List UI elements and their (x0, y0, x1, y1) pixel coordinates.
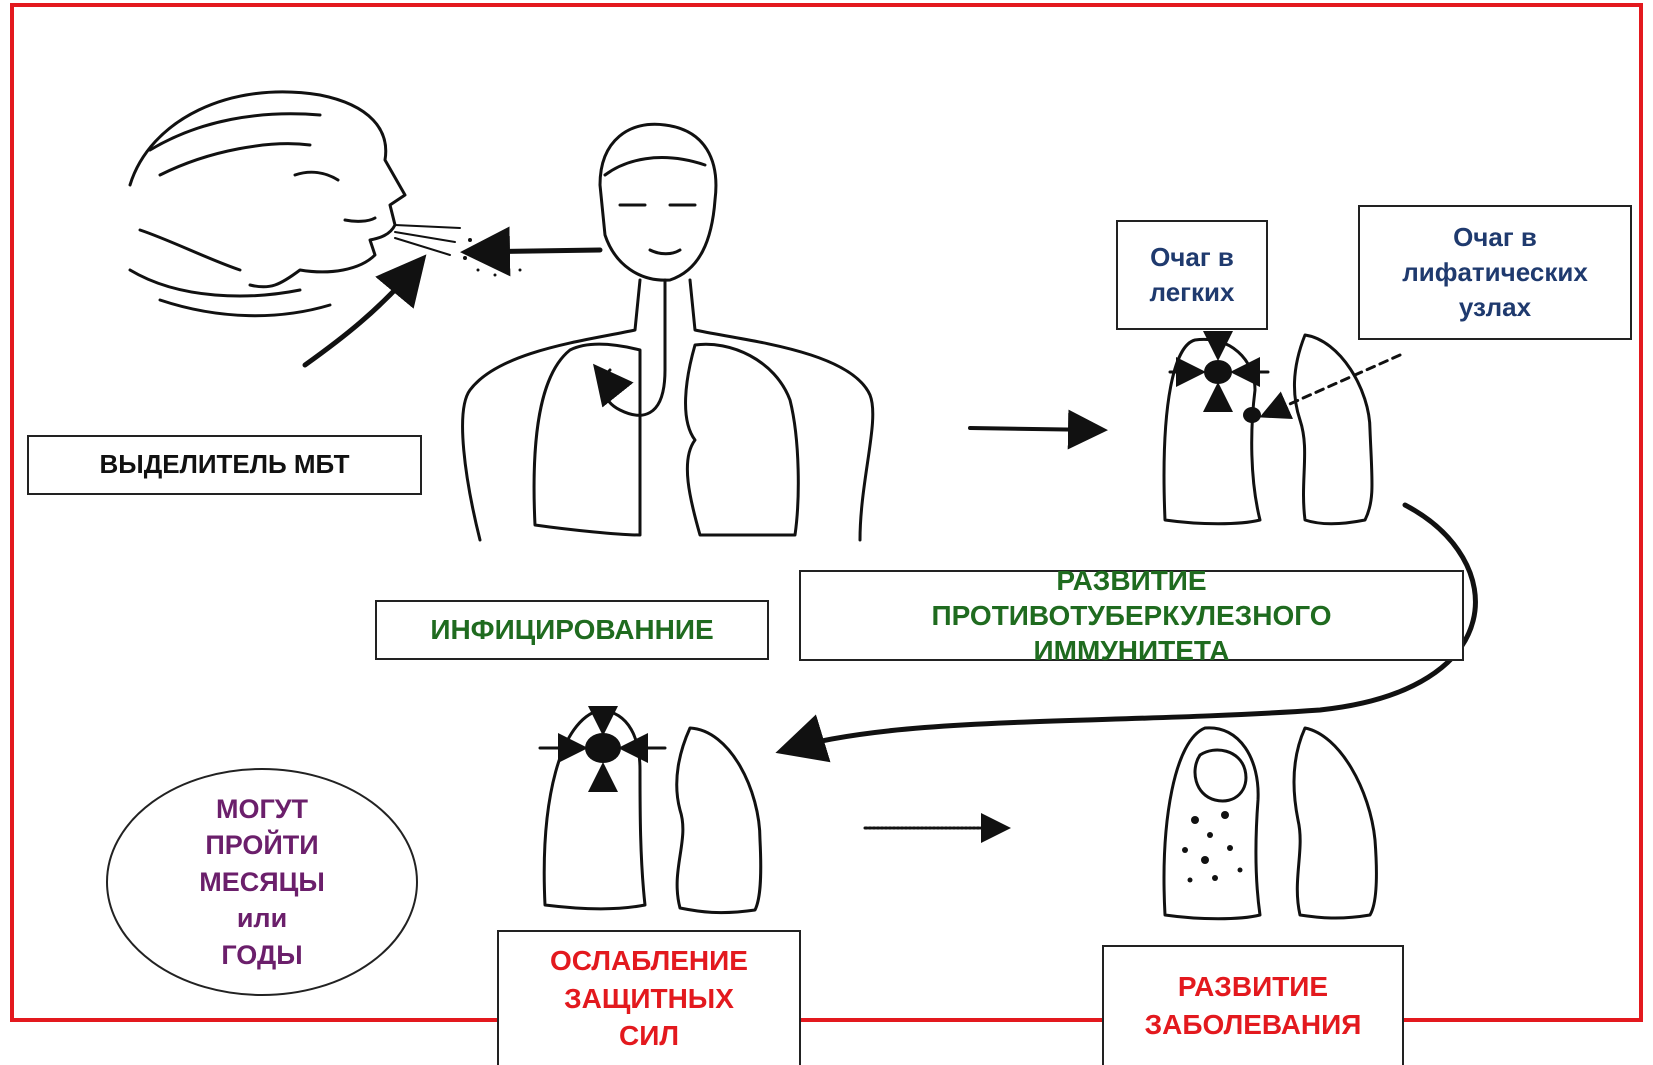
disease-label: РАЗВИТИЕ ЗАБОЛЕВАНИЯ (1102, 945, 1404, 1065)
infected-person-drawing (463, 124, 873, 540)
weakening-label: ОСЛАБЛЕНИЕ ЗАЩИТНЫХ СИЛ (497, 930, 801, 1065)
focus-lungs-text: Очаг в легких (1150, 240, 1235, 310)
cough-spray (395, 225, 460, 255)
disease-text: РАЗВИТИЕ ЗАБОЛЕВАНИЯ (1145, 968, 1362, 1044)
focus-lungs-label: Очаг в легких (1116, 220, 1268, 330)
coughing-person-drawing (130, 92, 405, 316)
focus-nodes-label: Очаг в лифатических узлах (1358, 205, 1632, 340)
excretor-text: ВЫДЕЛИТЕЛЬ МБТ (100, 447, 350, 482)
time-label: МОГУТ ПРОЙТИ МЕСЯЦЫ или ГОДЫ (132, 772, 392, 992)
weakening-text: ОСЛАБЛЕНИЕ ЗАЩИТНЫХ СИЛ (550, 942, 748, 1055)
focus-nodes-text: Очаг в лифатических узлах (1402, 220, 1588, 325)
immunity-label: РАЗВИТИЕ ПРОТИВОТУБЕРКУЛЕЗНОГО ИММУНИТЕТ… (799, 570, 1464, 661)
infection-label: ИНФИЦИРОВАННИЕ (375, 600, 769, 660)
weakened-lungs-drawing (544, 710, 761, 913)
immunity-text: РАЗВИТИЕ ПРОТИВОТУБЕРКУЛЕЗНОГО ИММУНИТЕТ… (931, 563, 1331, 668)
lungs-foci-drawing (1164, 335, 1372, 524)
time-text: МОГУТ ПРОЙТИ МЕСЯЦЫ или ГОДЫ (199, 791, 325, 973)
infection-text: ИНФИЦИРОВАННИЕ (430, 611, 713, 649)
excretor-label: ВЫДЕЛИТЕЛЬ МБТ (27, 435, 422, 495)
